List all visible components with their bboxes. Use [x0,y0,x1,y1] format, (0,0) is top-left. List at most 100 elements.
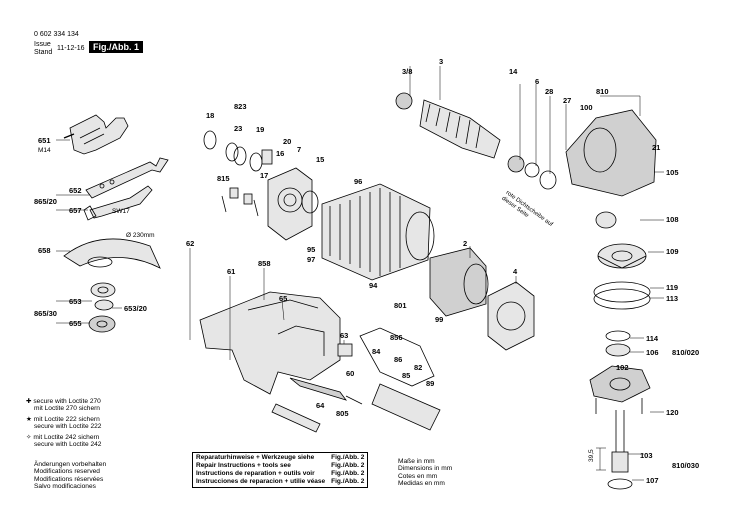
brush-holder-parts [203,130,273,217]
part-label-653-20: 653/20 [124,304,147,313]
part-label-sw17: SW17 [112,208,130,215]
bevel-gear-part [597,243,647,269]
part-label-d230: Ø 230mm [126,232,155,239]
part-label-113: 113 [666,294,679,303]
side-handle-part [63,114,129,155]
part-label-815: 815 [217,174,230,183]
part-label-103: 103 [640,451,653,460]
document-number: 0 602 334 134 [34,31,79,38]
part-label-109: 109 [666,247,679,256]
part-label-858: 858 [258,259,271,268]
loctite-270-note: ✚ secure with Loctite 270 mit Loctite 27… [26,398,101,413]
part-label-65: 65 [279,294,288,303]
part-label-801: 801 [394,301,407,310]
part-label-21: 21 [652,143,661,152]
part-label-84: 84 [372,347,381,356]
part-label-95: 95 [307,245,316,254]
part-label-2: 2 [463,239,468,248]
part-label-865-20: 865/20 [34,197,57,206]
part-label-810-020: 810/020 [672,348,700,357]
star-icon: ★ [26,416,32,423]
part-label-39-5: 39,5 [588,449,595,462]
stator-housing-part [321,183,435,281]
part-label-4: 4 [513,267,518,276]
part-label-18: 18 [206,111,215,120]
cross-icon: ✚ [26,398,32,405]
part-label-17: 17 [260,171,269,180]
part-label-14: 14 [509,67,518,76]
part-label-99: 99 [435,315,444,324]
part-label-655: 655 [69,319,82,328]
part-label-823: 823 [234,102,247,111]
issue-label: Issue [34,41,51,48]
part-label-658: 658 [38,246,51,255]
part-label-7: 7 [297,145,302,154]
figure-label: Fig./Abb. 1 [89,41,143,53]
part-label-810-030: 810/030 [672,461,700,470]
part-label-82: 82 [414,363,423,372]
cable-part [271,377,363,433]
spindle-part [607,410,633,490]
wheel-guard-part [63,238,161,269]
bearing-flange-part [487,281,535,351]
gear-housing-part [565,109,657,197]
spanner-part [83,157,169,221]
part-label-86: 86 [394,355,403,364]
part-label-16: 16 [276,149,285,158]
flange-part [90,282,116,298]
part-label-805: 805 [336,409,349,418]
armature-part [395,92,557,190]
part-label-105: 105 [666,168,679,177]
part-label-657: 657 [69,206,82,215]
part-label-85: 85 [402,371,411,380]
part-label-810: 810 [596,87,609,96]
part-label-108: 108 [666,215,679,224]
bearing-plate-part [267,167,319,241]
part-label-62: 62 [186,239,195,248]
part-label-102: 102 [616,363,629,372]
dimensions-note: Maße in mm Dimensions in mm Cotes en mm … [398,458,453,488]
part-label-6: 6 [535,77,540,86]
part-label-89: 89 [426,379,435,388]
part-label-3: 3 [439,57,444,66]
part-label-27: 27 [563,96,572,105]
part-label-651: 651 [38,136,51,145]
part-label-106: 106 [646,348,659,357]
part-label-94: 94 [369,281,378,290]
part-label-19: 19 [256,125,265,134]
part-label-28: 28 [545,87,554,96]
loctite-222-note: ★ mit Loctite 222 sichern secure with Lo… [26,416,102,431]
part-label-61: 61 [227,267,236,276]
part-label-64: 64 [316,401,325,410]
outline-cross-icon: ✧ [26,434,32,441]
bearing-flange-lower-part [589,365,651,403]
part-label-856: 856 [390,333,403,342]
motor-housing-part [199,291,341,395]
part-label-653: 653 [69,297,82,306]
part-label-23: 23 [234,124,243,133]
part-label-107: 107 [646,476,659,485]
part-label-3-8: 3/8 [402,67,413,76]
part-label-114: 114 [646,334,659,343]
part-label-652: 652 [69,186,82,195]
stand-label: Stand [34,49,53,56]
part-label-60: 60 [346,369,355,378]
part-label-97: 97 [307,255,316,264]
modification-notice: Änderungen vorbehalten Modifications res… [34,461,107,491]
part-label-20: 20 [283,137,292,146]
part-label-865-30: 865/30 [34,309,57,318]
seal-ring-part [593,281,651,303]
issue-date: 11-12-16 [57,45,85,52]
part-label-119: 119 [666,283,679,292]
part-label-100: 100 [580,103,593,112]
switch-parts [359,327,441,431]
part-label-m14: M14 [38,147,51,154]
part-label-120: 120 [666,408,679,417]
part-label-15: 15 [316,155,325,164]
field-coil-part [429,247,489,317]
loctite-242-note: ✧ mit Loctite 242 sichern secure with Lo… [26,434,102,449]
part-label-96: 96 [354,177,363,186]
part-label-63: 63 [340,331,349,340]
